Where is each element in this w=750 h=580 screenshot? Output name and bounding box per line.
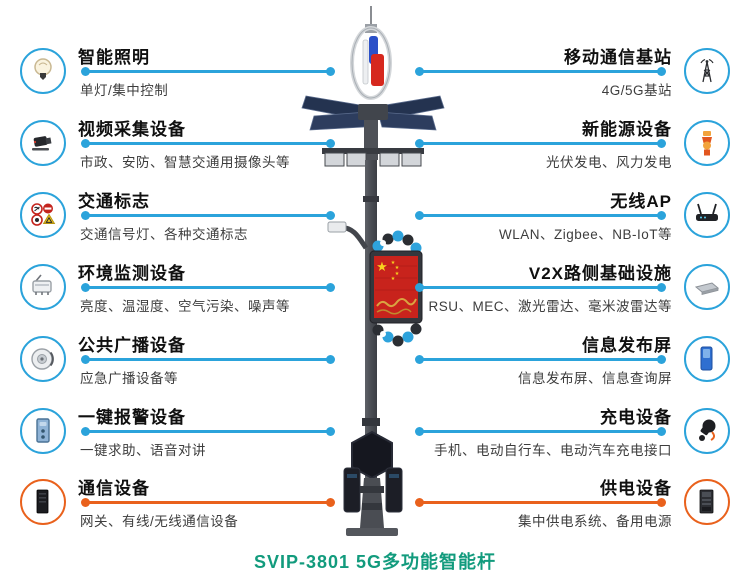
lamp-arm [327, 221, 369, 250]
feature-desc: 应急广播设备等 [80, 371, 178, 386]
pole-base [346, 478, 398, 536]
feature-heading: 无线AP [610, 192, 672, 211]
feature-heading: 新能源设备 [582, 120, 672, 139]
wind-generator-icon [684, 120, 730, 166]
connector-line [415, 282, 666, 292]
camera-icon [20, 120, 66, 166]
bulb-icon [20, 48, 66, 94]
feature-heading: 供电设备 [600, 479, 672, 498]
connector-line [415, 426, 666, 436]
charging-piles [343, 467, 403, 513]
feature-desc: 市政、安防、智慧交通用摄像头等 [80, 155, 290, 170]
connector-line [415, 210, 666, 220]
connector-line [81, 66, 335, 76]
connector-line [415, 66, 666, 76]
feature-desc: 网关、有线/无线通信设备 [80, 514, 239, 529]
feature-desc: 4G/5G基站 [601, 83, 672, 98]
feature-heading: 交通标志 [78, 192, 150, 211]
connector-line [81, 138, 335, 148]
feature-desc: 单灯/集中控制 [80, 83, 169, 98]
feature-desc: 亮度、温湿度、空气污染、噪声等 [80, 299, 290, 314]
wind-turbine [350, 26, 392, 100]
svg-text:★: ★ [395, 271, 400, 277]
svg-text:★: ★ [391, 260, 396, 266]
feature-desc: RSU、MEC、激光雷达、毫米波雷达等 [428, 299, 672, 314]
traffic-signs-icon [20, 192, 66, 238]
feature-heading: 视频采集设备 [78, 120, 186, 139]
led-flag-screen: ★ ★ ★ ★ ★ [369, 250, 423, 324]
product-title: SVIP-3801 5G多功能智能杆 [253, 552, 497, 572]
connector-line [415, 354, 666, 364]
charging-plug-icon [684, 408, 730, 454]
connector-line [81, 282, 335, 292]
server-cabinet-icon [20, 479, 66, 525]
smart-pole-illustration: ★ ★ ★ ★ ★ [301, 6, 445, 536]
connector-line [81, 426, 335, 436]
connector-line [415, 497, 666, 507]
feature-desc: 交通信号灯、各种交通标志 [80, 227, 248, 242]
feature-heading: 充电设备 [600, 408, 672, 427]
screen-ornament-top [372, 230, 422, 254]
feature-desc: 集中供电系统、备用电源 [518, 514, 672, 529]
connector-line [81, 497, 335, 507]
feature-desc: 光伏发电、风力发电 [546, 155, 672, 170]
speaker-icon [20, 336, 66, 382]
connector-line [81, 354, 335, 364]
svg-text:★: ★ [395, 265, 400, 271]
sos-panel-icon [20, 408, 66, 454]
solar-panels [301, 95, 445, 131]
feature-heading: 智能照明 [78, 48, 150, 67]
wireless-router-icon [684, 192, 730, 238]
rsu-icon [684, 264, 730, 310]
svg-text:★: ★ [391, 276, 396, 282]
feature-desc: 一键求助、语音对讲 [80, 443, 206, 458]
feature-heading: 通信设备 [78, 479, 150, 498]
feature-heading: 移动通信基站 [564, 48, 672, 67]
feature-heading: 一键报警设备 [78, 408, 186, 427]
street-lights [322, 148, 424, 167]
connector-line [415, 138, 666, 148]
feature-desc: WLAN、Zigbee、NB-IoT等 [498, 227, 672, 242]
feature-heading: V2X路侧基础设施 [528, 264, 672, 283]
display-screen-icon [684, 336, 730, 382]
feature-heading: 环境监测设备 [78, 264, 186, 283]
feature-heading: 公共广播设备 [78, 336, 186, 355]
screen-ornament-bottom [372, 323, 422, 347]
feature-desc: 手机、电动自行车、电动汽车充电接口 [434, 443, 672, 458]
feature-heading: 信息发布屏 [582, 336, 672, 355]
svg-text:★: ★ [376, 259, 388, 274]
connector-line [81, 210, 335, 220]
feature-desc: 信息发布屏、信息查询屏 [518, 371, 672, 386]
env-sensor-icon [20, 264, 66, 310]
power-cabinet-icon [684, 479, 730, 525]
cell-tower-icon [684, 48, 730, 94]
